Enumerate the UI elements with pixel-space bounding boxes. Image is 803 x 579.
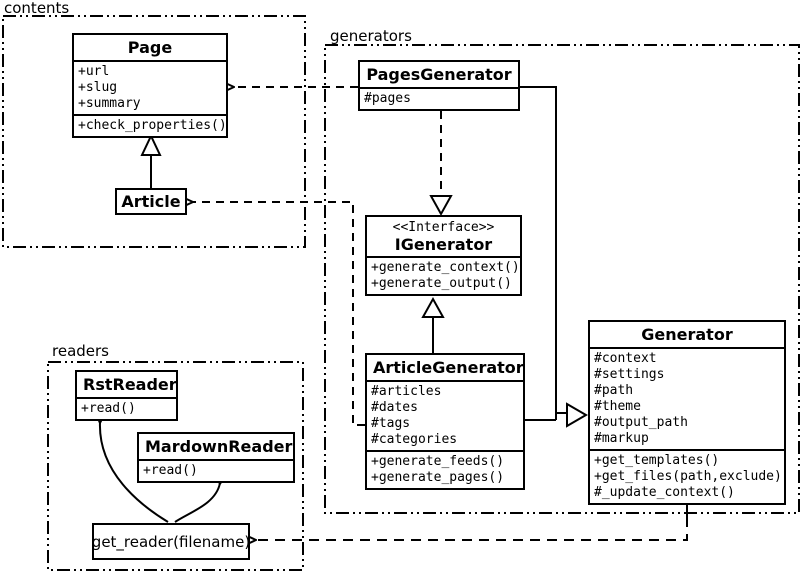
class-rstreader-name: RstReader [83,375,177,394]
class-mardownreader-name: MardownReader [145,437,293,456]
package-contents-border [2,15,306,248]
class-page-name: Page [127,38,173,57]
class-rstreader: RstReader +read() [75,370,178,421]
node-get-reader-label: get_reader(filename) [91,532,251,551]
edge-getreader-to-rstreader [100,422,169,523]
package-label-contents: contents [4,0,70,17]
package-label-readers: readers [52,342,109,360]
class-igenerator-name: IGenerator [394,235,493,254]
class-articlegenerator-name: ArticleGenerator [373,358,524,377]
package-label-generators: generators [330,27,412,45]
class-pagesgenerator-name: PagesGenerator [366,65,512,84]
class-generator: Generator #context #settings #path #them… [588,320,786,505]
triangle-igenerator-top [429,195,453,217]
class-articlegenerator-methods: +generate_feeds() +generate_pages() [367,450,523,488]
class-rstreader-methods: +read() [77,397,176,419]
class-mardownreader: MardownReader +read() [137,432,295,483]
class-articlegenerator: ArticleGenerator #articles #dates #tags … [365,353,525,490]
class-mardownreader-methods: +read() [139,459,293,481]
class-article-name: Article [121,192,181,211]
class-generator-attributes: #context #settings #path #theme #output_… [590,347,784,449]
class-article: Article [115,188,187,215]
package-generators-border [324,44,800,514]
class-page: Page +url +slug +summary +check_properti… [72,33,228,138]
class-page-methods: +check_properties() [74,114,227,136]
class-generator-methods: +get_templates() +get_files(path,exclude… [590,449,784,503]
class-pagesgenerator-attributes: #pages [360,87,518,109]
class-page-attributes: +url +slug +summary [74,60,226,114]
node-get-reader: get_reader(filename) [92,523,250,560]
edge-articlegenerator-to-article [192,202,365,426]
class-generator-name: Generator [641,325,733,344]
triangle-generator [566,402,588,428]
class-igenerator-stereotype: <<Interface>> [392,220,495,235]
triangle-igenerator-bottom [421,296,445,318]
class-articlegenerator-attributes: #articles #dates #tags #categories [367,380,523,450]
edge-generator-to-getreader [255,517,688,540]
edge-pagesgenerator-to-generator [520,86,557,420]
class-igenerator-methods: +generate_context() +generate_output() [367,256,520,294]
class-igenerator: <<Interface>> IGenerator +generate_conte… [365,215,522,296]
edge-getreader-to-mardownreader [174,483,220,523]
class-pagesgenerator: PagesGenerator #pages [358,60,520,111]
package-readers-border [47,361,304,571]
triangle-page [140,133,162,156]
class-igenerator-header: <<Interface>> IGenerator [367,217,520,256]
